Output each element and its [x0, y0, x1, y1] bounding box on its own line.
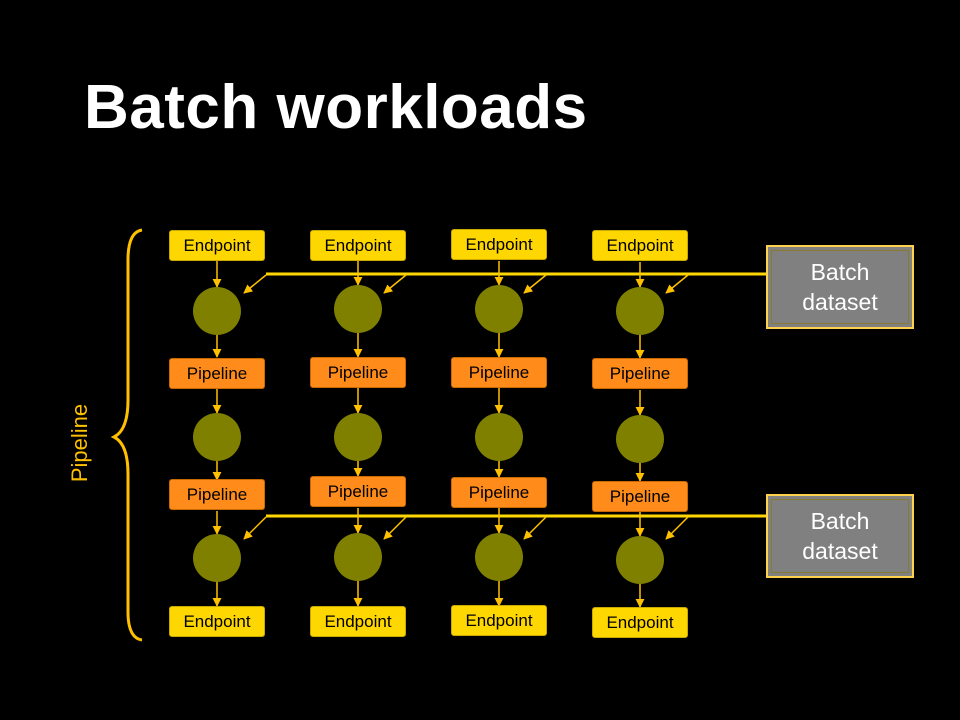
endpoint-bottom-2: Endpoint [310, 606, 406, 637]
batch-dataset-top: Batch dataset [766, 245, 914, 329]
process-node [334, 285, 382, 333]
endpoint-top-2: Endpoint [310, 230, 406, 261]
dataset-top-arrows [243, 274, 689, 294]
pipeline-box-4b: Pipeline [592, 481, 688, 512]
pipeline-box-2a: Pipeline [310, 357, 406, 388]
pipeline-brace [110, 228, 143, 642]
pipeline-box-1b: Pipeline [169, 479, 265, 510]
process-node [334, 533, 382, 581]
pipeline-box-2b: Pipeline [310, 476, 406, 507]
dataset-label-line1: Batch [810, 259, 870, 285]
pipeline-box-1a: Pipeline [169, 358, 265, 389]
process-node [616, 287, 664, 335]
pipeline-box-3a: Pipeline [451, 357, 547, 388]
batch-dataset-bottom: Batch dataset [766, 494, 914, 578]
process-node [616, 415, 664, 463]
slide-title: Batch workloads [84, 73, 588, 142]
process-node [475, 413, 523, 461]
pipeline-side-label: Pipeline [67, 403, 92, 483]
pipeline-box-4a: Pipeline [592, 358, 688, 389]
endpoint-bottom-3: Endpoint [451, 605, 547, 636]
process-node [475, 533, 523, 581]
endpoint-top-1: Endpoint [169, 230, 265, 261]
endpoint-bottom-1: Endpoint [169, 606, 265, 637]
dataset-label-line2: dataset [802, 289, 878, 315]
process-node [193, 534, 241, 582]
process-node [193, 287, 241, 335]
endpoint-bottom-4: Endpoint [592, 607, 688, 638]
process-node [475, 285, 523, 333]
process-node [193, 413, 241, 461]
process-node [616, 536, 664, 584]
dataset-bottom-arrows [243, 516, 689, 540]
dataset-label-line2: dataset [802, 538, 878, 564]
endpoint-top-4: Endpoint [592, 230, 688, 261]
process-node [334, 413, 382, 461]
dataset-label-line1: Batch [810, 508, 870, 534]
pipeline-box-3b: Pipeline [451, 477, 547, 508]
endpoint-top-3: Endpoint [451, 229, 547, 260]
